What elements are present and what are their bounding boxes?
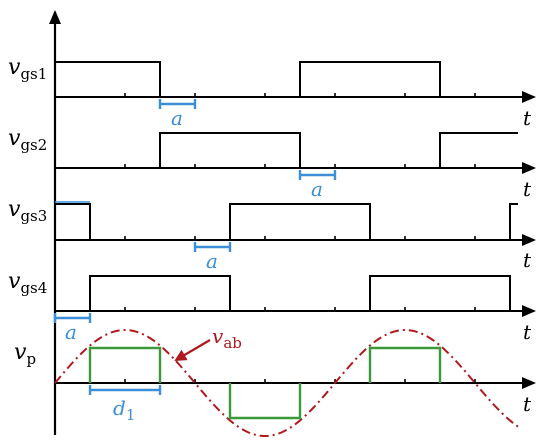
duty-marker [88, 385, 162, 395]
time-label-5: t [523, 392, 532, 416]
vp-waveform [88, 346, 442, 420]
delay-marker-1 [158, 99, 197, 109]
time-label-3: t [523, 248, 532, 272]
delay-marker-3 [193, 242, 232, 252]
label-vgs3: vgs3 [8, 197, 47, 225]
vab-sine-wave [54, 328, 520, 438]
vab-pointer-arrow [174, 339, 211, 362]
delay-marker-2 [298, 170, 337, 180]
gs3-waveform [55, 203, 518, 240]
label-vgs1: vgs1 [8, 55, 47, 83]
delay-label-3: a [206, 249, 218, 273]
delay-label-4: a [65, 320, 77, 344]
time-label-4: t [523, 320, 532, 344]
time-label-2: t [523, 177, 532, 201]
time-axes [55, 91, 536, 389]
delay-label-2: a [311, 177, 323, 201]
label-vgs4: vgs4 [8, 269, 47, 297]
label-vgs2: vgs2 [8, 126, 47, 154]
vab-label: vab [212, 324, 242, 352]
gs4-waveform [89, 275, 511, 311]
gs1-waveform [55, 61, 441, 97]
delay-label-1: a [171, 106, 183, 130]
duty-label: d1 [113, 396, 135, 424]
delay-marker-4 [53, 313, 92, 323]
label-vp: vp [14, 340, 36, 368]
time-label-1: t [523, 106, 532, 130]
gs2-waveform [159, 132, 518, 168]
axis-ticks [124, 93, 476, 383]
